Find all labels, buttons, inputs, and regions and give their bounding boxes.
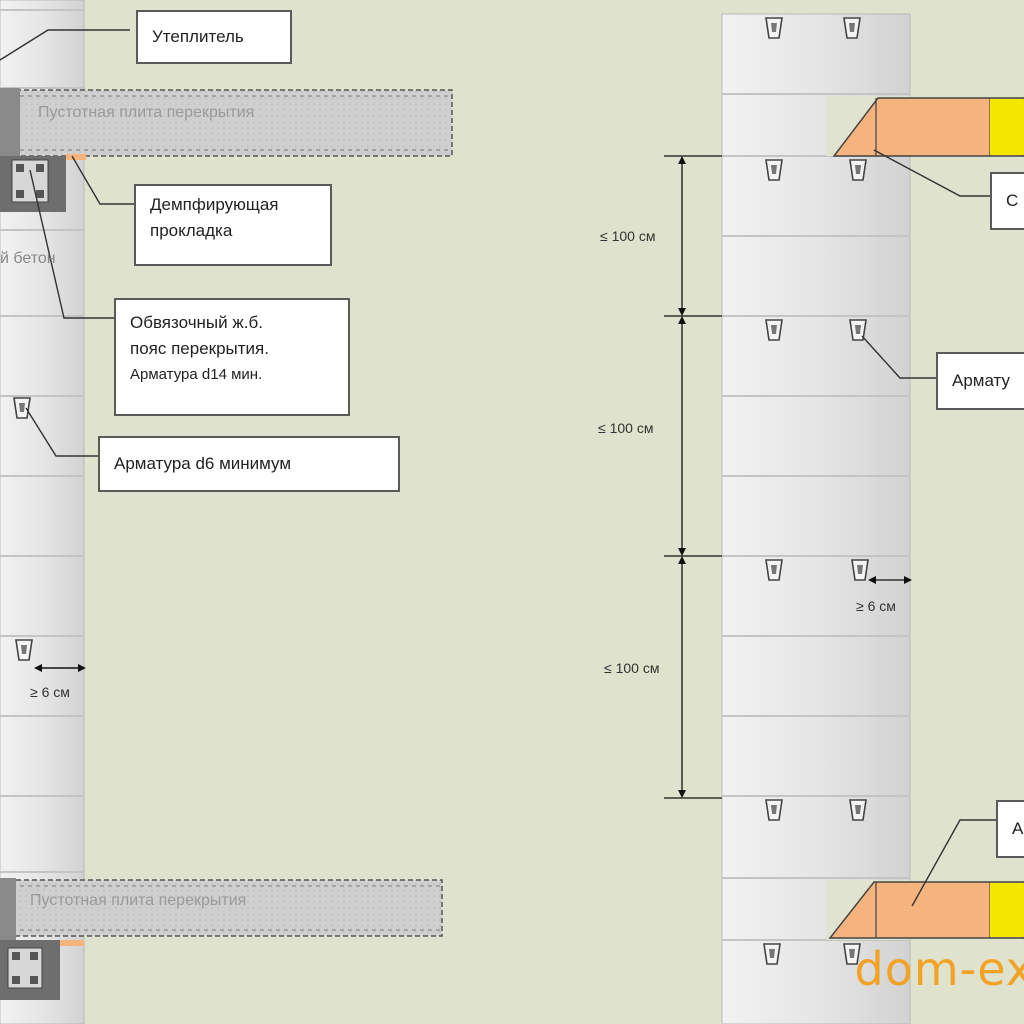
right-bottom-callout-label: А xyxy=(1012,819,1024,838)
window-sill-bottom xyxy=(826,880,1024,940)
insulation-label: Утеплитель xyxy=(152,27,244,46)
ring-beam-bottom xyxy=(0,940,84,1000)
damper-label-line2: прокладка xyxy=(150,221,233,240)
ring-beam-label-line2: пояс перекрытия. xyxy=(130,339,269,358)
right-leader-lines xyxy=(861,149,998,907)
ring-beam-label-line1: Обвязочный ж.б. xyxy=(130,313,263,332)
rebar-d6-label: Арматура d6 минимум xyxy=(114,454,292,473)
ring-beam-callout: Обвязочный ж.б. пояс перекрытия. Арматур… xyxy=(114,298,350,416)
spacing-label-3: ≤ 100 см xyxy=(604,660,660,676)
hollow-slab-label-top: Пустотная плита перекрытия xyxy=(38,104,255,121)
right-bottom-callout: А xyxy=(996,800,1024,858)
right-wall xyxy=(721,13,911,1024)
right-mid-callout: Армату xyxy=(936,352,1024,410)
hollow-slab-top-left xyxy=(0,88,453,158)
left-leader-lines xyxy=(0,29,134,457)
right-top-callout: С xyxy=(990,172,1024,230)
right-mid-callout-label: Армату xyxy=(952,371,1011,390)
spacing-label-1: ≤ 100 см xyxy=(600,228,656,244)
left-edge-distance-label: ≥ 6 см xyxy=(30,684,70,700)
rebar-d6-callout: Арматура d6 минимум xyxy=(98,436,400,492)
rebar-d6-left xyxy=(13,397,31,419)
ring-beam-top xyxy=(0,154,86,212)
concrete-fragment-label: й бетон xyxy=(0,250,56,267)
ring-beam-label-line3: Арматура d14 мин. xyxy=(130,366,263,383)
right-edge-distance-label: ≥ 6 см xyxy=(856,598,896,614)
window-lintel-top xyxy=(826,96,1024,157)
hollow-slab-bottom-left xyxy=(0,878,443,940)
right-top-callout-label: С xyxy=(1006,191,1019,210)
insulation-callout: Утеплитель xyxy=(136,10,292,64)
right-dimension-lines xyxy=(664,155,912,799)
hollow-slab-label-bottom: Пустотная плита перекрытия xyxy=(30,892,247,909)
rebar-left-lower xyxy=(15,639,33,661)
site-watermark: dom-ex xyxy=(854,942,1024,996)
damper-label-line1: Демпфирующая xyxy=(150,195,279,214)
damper-callout: Демпфирующая прокладка xyxy=(134,184,332,266)
spacing-label-2: ≤ 100 см xyxy=(598,420,654,436)
